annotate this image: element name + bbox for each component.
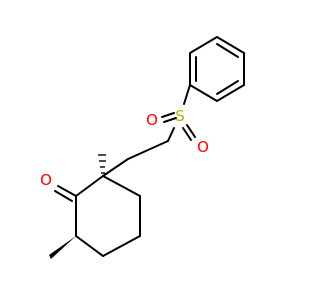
bond-phenyl-inner-1	[216, 43, 239, 58]
bond-sulfur-oxygen-top-a	[161, 112, 175, 118]
bond-phenyl-inner-2	[216, 80, 239, 95]
atom-labels: O S O O	[40, 107, 209, 189]
bond-ketone-a	[57, 185, 77, 197]
solid-wedge-ring-methyl	[49, 236, 76, 259]
bond-ring-c6-c1	[75, 175, 104, 197]
bond-phenyl-1	[216, 36, 245, 54]
bond-sulfur-oxygen-bottom-b	[182, 127, 192, 141]
hashed-wedge-quaternary-methyl	[98, 154, 106, 174]
bond-phenyl-sulfur	[183, 84, 191, 105]
bond-ring-c3-c4	[102, 235, 141, 257]
bond-sulfur-ch2	[167, 127, 175, 142]
bonds	[54, 36, 245, 257]
bond-phenyl-6	[189, 36, 218, 54]
atom-ketone-oxygen: O	[40, 171, 52, 189]
bond-ch2-ch2	[127, 140, 169, 160]
bond-ch2-quaternary	[102, 158, 129, 177]
molecule-structure: O S O O	[40, 36, 245, 259]
atom-sulfonyl-oxygen-top: O	[146, 111, 158, 129]
bond-ring-c1-c2	[102, 175, 141, 197]
atom-sulfur: S	[175, 107, 185, 125]
bond-sulfur-oxygen-top-b	[163, 117, 177, 123]
bond-phenyl-4	[189, 84, 218, 102]
bond-ketone-b	[54, 190, 73, 202]
atom-sulfonyl-oxygen-bottom: O	[197, 138, 209, 156]
bond-phenyl-3	[216, 84, 245, 102]
bond-sulfur-oxygen-bottom-a	[186, 124, 196, 138]
bond-ring-c4-c5	[75, 235, 104, 257]
stereo-wedges	[49, 154, 106, 259]
